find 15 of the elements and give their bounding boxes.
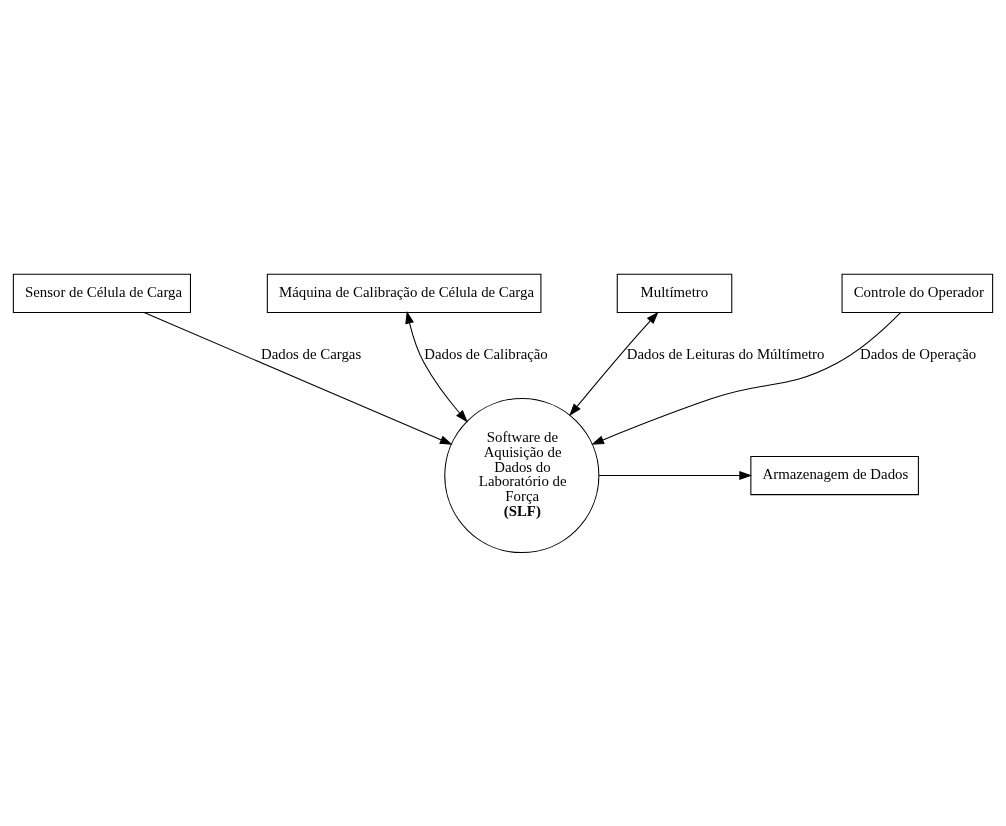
edge-label: Dados de Calibração — [424, 345, 548, 362]
node-box: Máquina de Calibração de Célula de Carga — [266, 273, 542, 313]
node-box: Armazenagem de Dados — [750, 455, 919, 495]
arrow — [598, 470, 753, 480]
node-box: Multímetro — [616, 273, 733, 313]
edge-label: Dados de Leituras do Múltímetro — [626, 345, 825, 362]
arrow — [569, 311, 659, 416]
node-box: Controle do Operador — [841, 273, 994, 313]
arrow — [143, 311, 453, 445]
edge-label: Dados de Operação — [860, 345, 977, 362]
node-circle: Software de Aquisição de Dados do Laboratório de Força (SLF) — [444, 397, 600, 553]
arrow — [405, 310, 468, 422]
node-box: Sensor de Célula de Carga — [12, 273, 191, 313]
edge-label: Dados de Cargas — [260, 345, 362, 362]
arrow — [591, 311, 902, 445]
